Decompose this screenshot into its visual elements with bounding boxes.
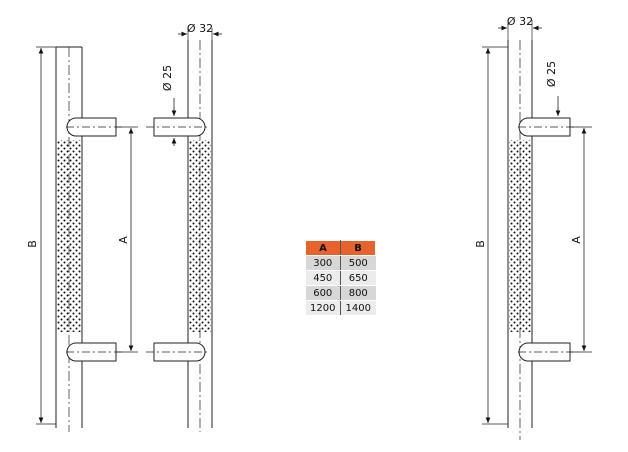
right-upper-standoff bbox=[518, 117, 571, 137]
middle-perforation bbox=[189, 140, 211, 332]
right-front-view bbox=[482, 20, 592, 440]
table-cell-b: 500 bbox=[340, 255, 376, 271]
table-header-row: A B bbox=[305, 240, 376, 256]
table-cell-a: 450 bbox=[305, 270, 341, 286]
left-dimension-a-label: A bbox=[117, 236, 130, 244]
right-perforation bbox=[509, 140, 531, 332]
right-diameter-25-label: Ø 25 bbox=[545, 61, 558, 87]
left-front-view bbox=[36, 46, 138, 432]
left-dimension-b-label: B bbox=[26, 240, 39, 248]
table-cell-a: 1200 bbox=[305, 300, 341, 316]
table-cell-a: 600 bbox=[305, 285, 341, 301]
table-cell-b: 650 bbox=[340, 270, 376, 286]
table-cell-a: 300 bbox=[305, 255, 341, 271]
dimension-table: A B 300 500 450 650 600 800 1200 1400 bbox=[305, 240, 376, 316]
right-diameter-32-label: Ø 32 bbox=[507, 15, 533, 28]
right-dimension-a-label: A bbox=[570, 236, 583, 244]
table-cell-b: 1400 bbox=[340, 300, 376, 316]
table-row: 600 800 bbox=[305, 285, 376, 301]
table-header-b: B bbox=[340, 240, 376, 256]
right-lower-standoff bbox=[518, 342, 571, 362]
table-row: 300 500 bbox=[305, 255, 376, 271]
left-perforation bbox=[57, 140, 81, 332]
table-header-a: A bbox=[305, 240, 341, 256]
left-lower-standoff bbox=[66, 342, 117, 362]
table-cell-b: 800 bbox=[340, 285, 376, 301]
middle-diameter-32-label: Ø 32 bbox=[187, 22, 213, 35]
table-row: 450 650 bbox=[305, 270, 376, 286]
middle-side-view bbox=[146, 28, 222, 432]
middle-diameter-25-label: Ø 25 bbox=[161, 65, 174, 91]
left-upper-standoff bbox=[66, 117, 117, 137]
table-row: 1200 1400 bbox=[305, 300, 376, 316]
right-dimension-b-label: B bbox=[474, 240, 487, 248]
